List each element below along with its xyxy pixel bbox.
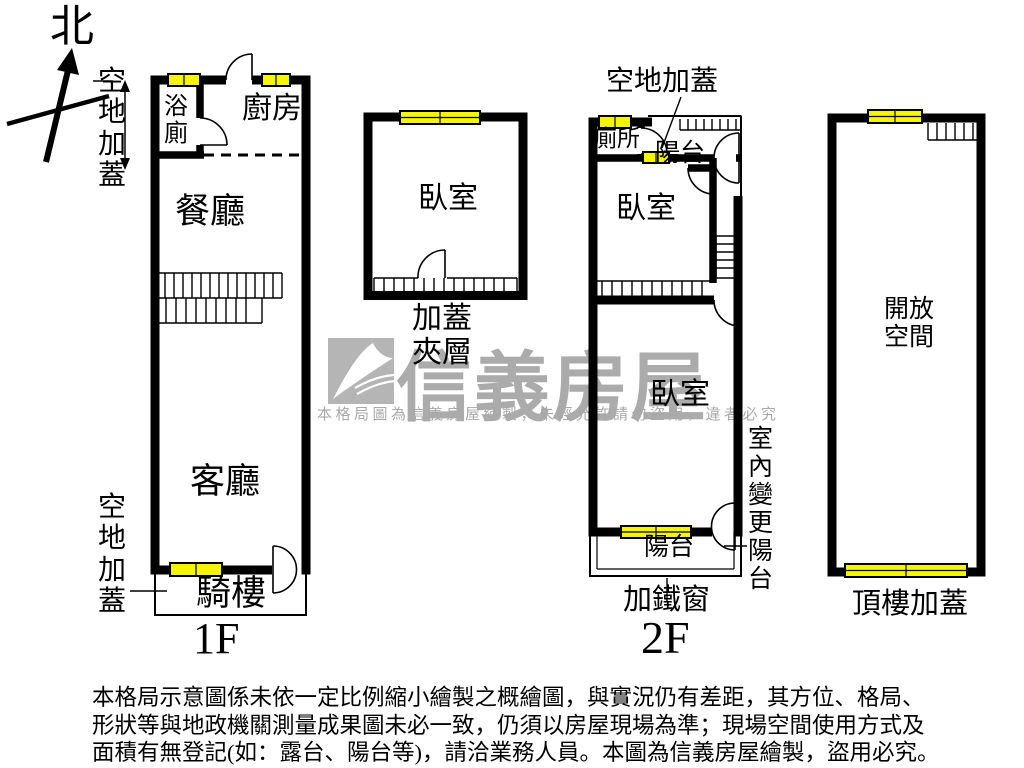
room-label-arcade: 騎樓 [196, 574, 267, 613]
annotation-open-land-2f: 空地加蓋 [606, 66, 719, 97]
north-arrow-icon [6, 48, 110, 163]
north-label: 北 [50, 2, 94, 51]
room-label-toilet: 廁所 [594, 126, 640, 151]
floor2-label: 2F [641, 612, 690, 663]
room-label-dining: 餐廳 [175, 192, 246, 231]
disclaimer-line2: 形狀等與地政機關測量成果圖未必一致，仍須以房屋現場為準；現場空間使用方式及 [92, 712, 925, 738]
windows [167, 73, 968, 578]
watermark-brand-text: 信義房屋 [396, 347, 708, 431]
stairs-and-railings [155, 119, 977, 324]
outer-walls [150, 75, 986, 577]
disclaimer-line3: 面積有無登記(如：露台、陽台等)，請洽業務人員。本圖為信義房屋繪製，盜用必究。 [92, 740, 940, 765]
disclaimer: 本格局示意圖係未依一定比例縮小繪製之概繪圖，與實況仍有差距，其方位、格局、 形狀… [92, 684, 940, 767]
annotation-open-land-top: 空地加蓋 [98, 66, 127, 192]
thin-walls [154, 115, 742, 616]
annotation-open-land-bottom: 空地加蓋 [98, 492, 127, 618]
dimension-arrow [93, 80, 130, 170]
room-label-living: 客廳 [190, 462, 261, 501]
door-swings [199, 53, 741, 594]
room-label-balcony-top: 陽台 [655, 140, 706, 167]
disclaimer-line1: 本格局示意圖係未依一定比例縮小繪製之概繪圖，與實況仍有差距，其方位、格局、 [92, 685, 925, 710]
annotation-iron-window: 加鐵窗 [623, 584, 711, 616]
room-label-open-space: 開放空間 [884, 296, 935, 351]
room-label-balcony-bottom: 陽台 [644, 534, 695, 561]
room-label-bedroom-rear: 臥室 [650, 378, 710, 411]
floor1-label: 1F [193, 614, 240, 663]
leader-lines [130, 96, 747, 601]
watermark-notice-text: 本格局圖為信義房屋繪製，未經允許請勿盜用，違者必究 [317, 407, 780, 423]
mezzanine-label: 加蓋夾層 [412, 302, 472, 369]
room-label-bedroom-front: 臥室 [616, 192, 676, 225]
roof-label: 頂樓加蓋 [852, 588, 969, 620]
room-label-mezz-bedroom: 臥室 [418, 182, 478, 215]
annotation-interior-change-balcony: 室內變更陽台 [748, 426, 774, 593]
room-label-kitchen: 廚房 [242, 92, 302, 125]
room-label-bath: 浴廁 [164, 94, 188, 147]
